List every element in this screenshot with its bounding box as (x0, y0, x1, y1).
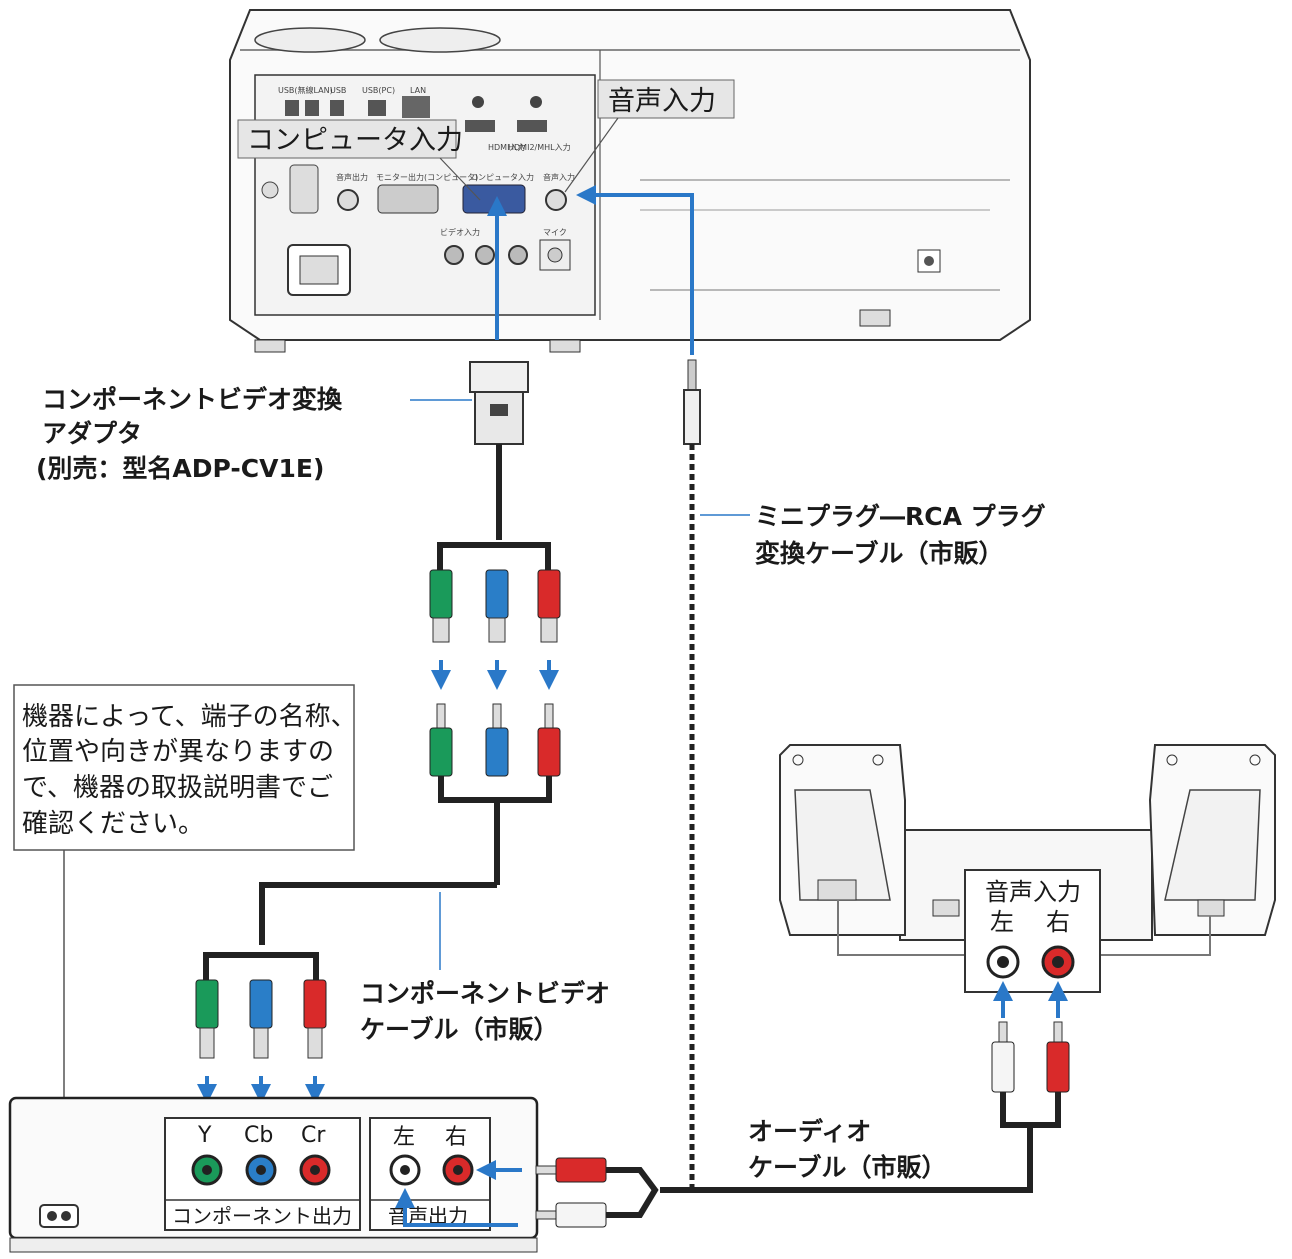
callout-computer-input: コンピュータ入力 (237, 119, 481, 201)
jack-y-label: Y (197, 1123, 212, 1148)
svg-text:(別売：型名ADP-CV1E): (別売：型名ADP-CV1E) (36, 454, 324, 483)
svg-text:アダプタ: アダプタ (42, 419, 142, 448)
svg-text:音声入力: 音声入力 (608, 86, 716, 117)
svg-text:変換ケーブル（市販）: 変換ケーブル（市販） (755, 539, 1004, 568)
svg-text:ミニプラグ―RCA プラグ: ミニプラグ―RCA プラグ (755, 502, 1046, 531)
svg-text:音声入力: 音声入力 (543, 172, 575, 182)
jack-cr-label: Cr (301, 1123, 326, 1148)
component-out-label: コンポーネント出力 (172, 1204, 352, 1228)
adapter-label: コンポーネントビデオ変換 アダプタ (別売：型名ADP-CV1E) (36, 385, 472, 483)
audio-right-label: 右 (445, 1125, 467, 1150)
svg-text:コンポーネントビデオ変換: コンポーネントビデオ変換 (42, 385, 343, 414)
svg-text:音声出力: 音声出力 (336, 172, 368, 182)
svg-text:機器によって、端子の名称、: 機器によって、端子の名称、 (22, 702, 357, 732)
svg-text:ケーブル（市販）: ケーブル（市販） (748, 1153, 947, 1182)
speaker-left-label: 左 (990, 908, 1014, 936)
mini-plug-label: ミニプラグ―RCA プラグ 変換ケーブル（市販） (700, 502, 1046, 568)
svg-text:ビデオ入力: ビデオ入力 (440, 227, 480, 237)
svg-text:HDMI2/MHL入力: HDMI2/MHL入力 (508, 142, 571, 152)
svg-text:USB(無線LAN): USB(無線LAN) (278, 85, 333, 95)
speakers: 音声入力 左 右 (660, 744, 1276, 1193)
lower-plugs (195, 952, 327, 1104)
jack-cb-label: Cb (244, 1123, 273, 1148)
speaker-right-label: 右 (1046, 908, 1070, 936)
mini-plug (683, 359, 701, 1190)
svg-text:コンピュータ入力: コンピュータ入力 (247, 125, 463, 156)
svg-text:位置や向きが異なりますの: 位置や向きが異なりますの (22, 737, 334, 767)
vga-adapter (469, 196, 529, 540)
svg-text:USB: USB (330, 86, 346, 95)
svg-text:モニター出力(コンピュータ): モニター出力(コンピュータ) (376, 172, 478, 182)
audio-cable-label: オーディオ ケーブル（市販） (748, 1117, 947, 1182)
svg-text:HDMI入力: HDMI入力 (488, 142, 525, 152)
note-box: 機器によって、端子の名称、 位置や向きが異なりますの で、機器の取扱説明書でご … (13, 684, 357, 1100)
svg-text:LAN: LAN (410, 86, 426, 95)
audio-input-arrow (576, 185, 694, 355)
source-audio-plugs (395, 1157, 659, 1228)
callout-audio-input: 音声入力 (564, 79, 735, 193)
projector: USB(無線LAN) USB USB(PC) LAN HDMI入力 HDMI2/… (229, 9, 1031, 353)
svg-text:USB(PC): USB(PC) (362, 86, 395, 95)
svg-text:コンポーネントビデオ: コンポーネントビデオ (360, 979, 610, 1008)
upper-plugs (259, 542, 561, 945)
source-device: Y Cb Cr コンポーネント出力 左 右 音声出力 (8, 1096, 539, 1253)
svg-text:確認ください。: 確認ください。 (22, 809, 204, 839)
svg-text:マイク: マイク (543, 228, 567, 237)
audio-left-label: 左 (393, 1125, 415, 1150)
svg-text:オーディオ: オーディオ (748, 1117, 871, 1146)
svg-text:で、機器の取扱説明書でご: で、機器の取扱説明書でご (22, 773, 333, 803)
svg-text:コンピュータ入力: コンピュータ入力 (470, 172, 534, 182)
speaker-input-label: 音声入力 (985, 878, 1081, 906)
component-cable-label: コンポーネントビデオ ケーブル（市販） (360, 892, 610, 1044)
svg-text:ケーブル（市販）: ケーブル（市販） (360, 1015, 559, 1044)
